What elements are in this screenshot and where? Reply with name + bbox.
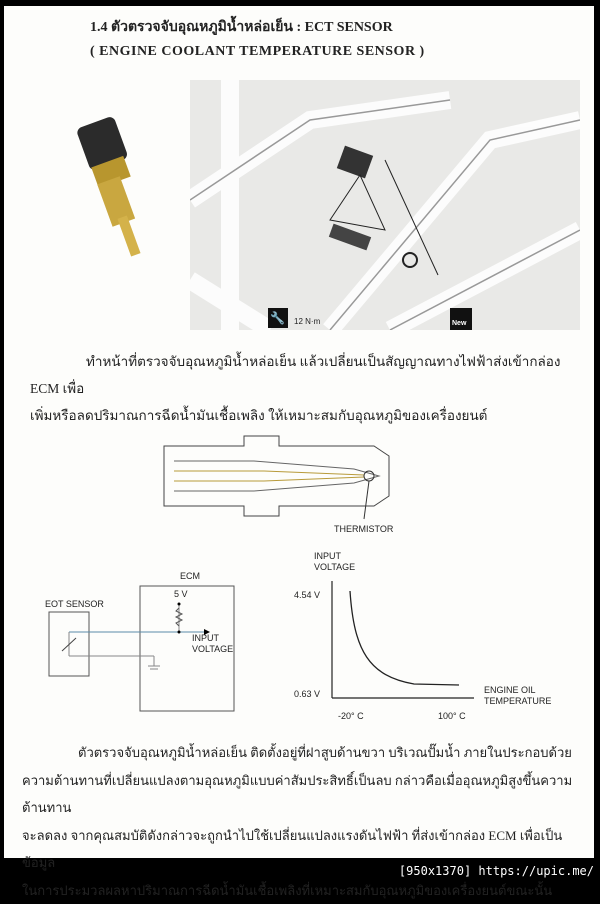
y-tick-high: 4.54 V — [294, 590, 321, 600]
engine-photo: 🔧 12 N·m New — [190, 80, 580, 330]
circuit-diagram — [48, 585, 235, 712]
sensor-cross-section — [163, 435, 390, 520]
paragraph-line: ความต้านทานที่เปลี่ยนแปลงตามอุณหภูมิแบบค… — [22, 772, 573, 816]
voltage-temperature-graph — [331, 581, 474, 699]
ecm-label: ECM — [180, 571, 200, 581]
voltage-curve — [349, 590, 460, 686]
sensor-label: EOT SENSOR — [45, 599, 104, 609]
paragraph-line: ตัวตรวจจับอุณหภูมิน้ำหล่อเย็น ติดตั้งอยู… — [78, 745, 572, 760]
x-tick-low: -20° C — [338, 711, 364, 721]
section-subtitle: ( ENGINE COOLANT TEMPERATURE SENSOR ) — [90, 44, 425, 59]
thermistor-label: THERMISTOR — [334, 524, 394, 534]
paragraph-line: ทำหน้าที่ตรวจจับอุณหภูมิน้ำหล่อเย็น แล้ว… — [30, 354, 561, 396]
paragraph-line: ในการประมวลผลหาปริมาณการฉีดน้ำมันเชื้อเพ… — [22, 882, 553, 898]
input-voltage-label-1: INPUT — [192, 633, 219, 643]
x-axis-label-1: ENGINE OIL — [484, 685, 536, 695]
watermark: [950x1370] https://upic.me/ — [398, 864, 594, 878]
y-axis-label-1: INPUT — [314, 551, 341, 561]
paragraph-line: เพิ่มหรือลดปริมาณการฉีดน้ำมันเชื้อเพลิง … — [30, 408, 488, 423]
document-page: 1.4 ตัวตรวจจับอุณหภูมิน้ำหล่อเย็น : ECT … — [4, 6, 594, 898]
x-tick-high: 100° C — [438, 711, 466, 721]
paragraph-line: จะลดลง จากคุณสมบัติดังกล่าวจะถูกนำไปใช้เ… — [22, 827, 563, 871]
wrench-icon: 🔧 — [270, 311, 285, 325]
paragraph-description: ตัวตรวจจับอุณหภูมิน้ำหล่อเย็น ติดตั้งอยู… — [22, 739, 594, 904]
replace-new-icon: New — [452, 320, 467, 327]
y-tick-low: 0.63 V — [294, 689, 321, 699]
torque-label: 12 N·m — [294, 317, 321, 326]
x-axis-label-2: TEMPERATURE — [484, 696, 552, 706]
y-axis-label-2: VOLTAGE — [314, 562, 356, 572]
input-voltage-label-2: VOLTAGE — [192, 644, 234, 654]
paragraph-function: ทำหน้าที่ตรวจจับอุณหภูมิน้ำหล่อเย็น แล้ว… — [30, 348, 590, 429]
sensor-photo — [77, 117, 141, 257]
supply-voltage-label: 5 V — [174, 589, 188, 599]
section-title: 1.4 ตัวตรวจจับอุณหภูมิน้ำหล่อเย็น : ECT … — [90, 20, 393, 35]
